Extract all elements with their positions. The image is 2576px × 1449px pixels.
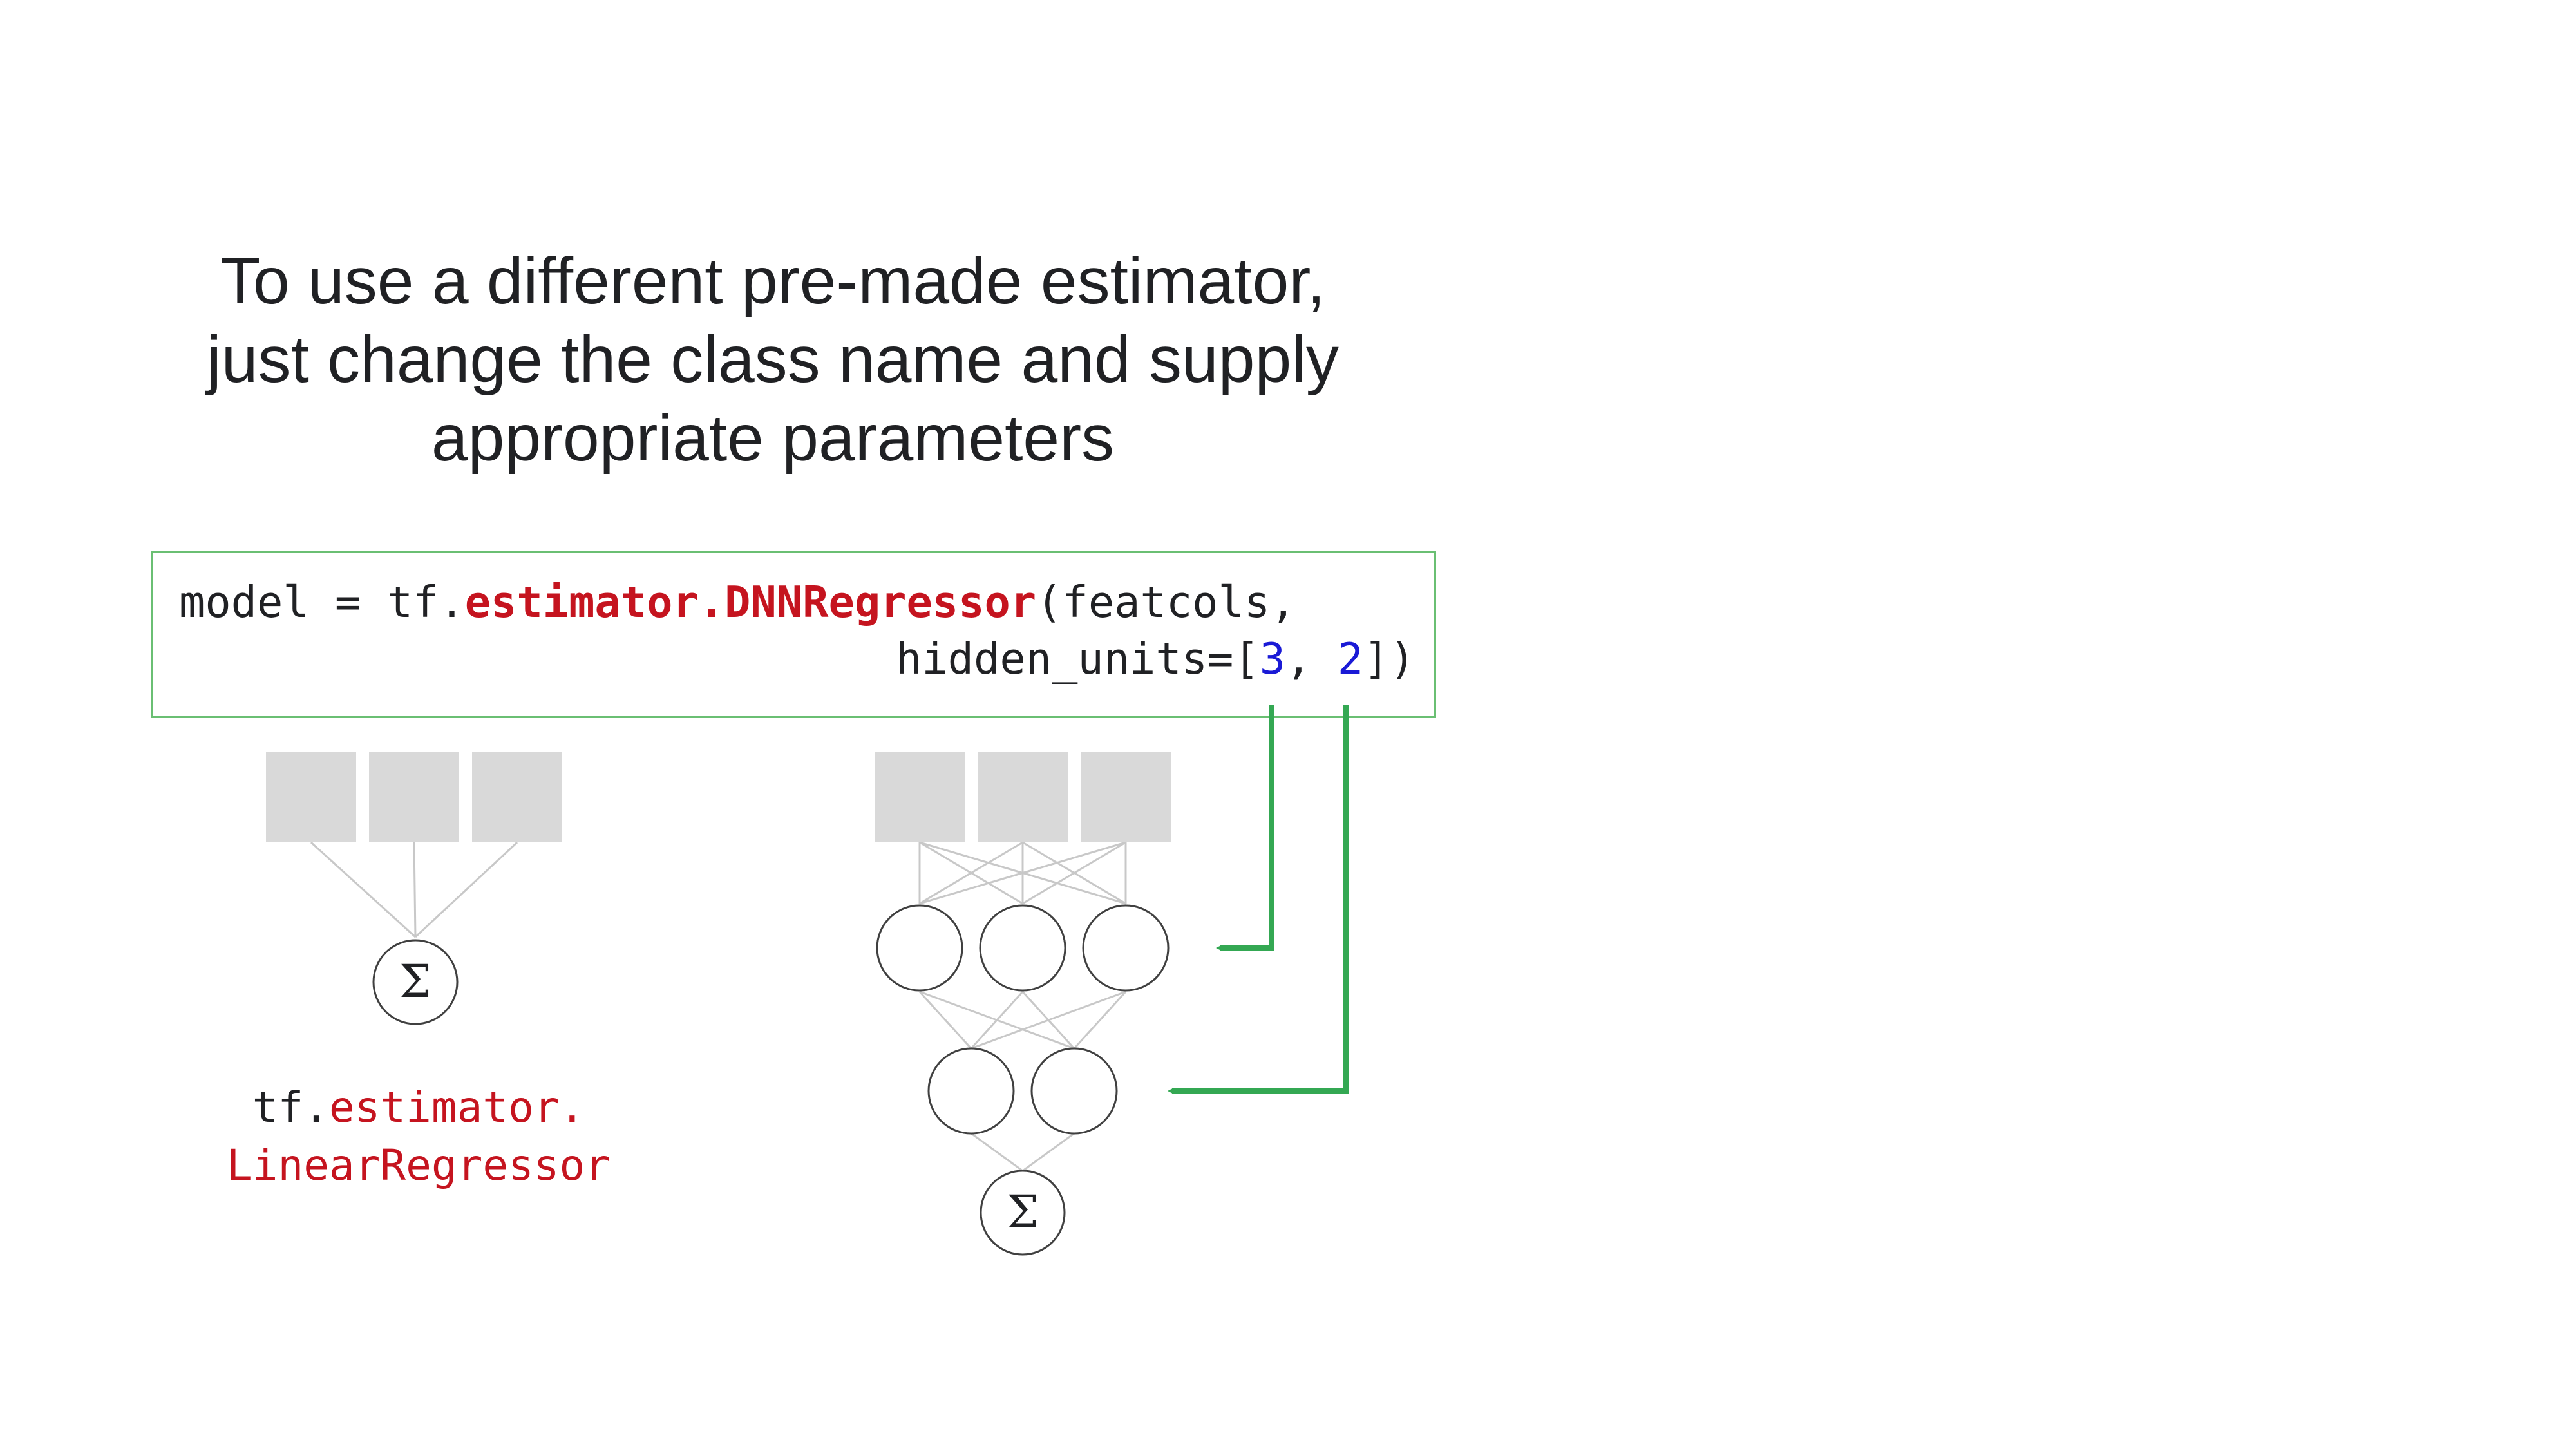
linear-input-node-1 bbox=[266, 752, 356, 842]
dnn-input-connections bbox=[918, 841, 1127, 905]
arrow-unit-3-to-layer-1 bbox=[1216, 705, 1274, 951]
dnn-hidden2-node-2 bbox=[1030, 1047, 1118, 1135]
dnn-hidden1-node-2 bbox=[979, 904, 1066, 992]
dnn-hidden1-node-3 bbox=[1082, 904, 1170, 992]
arrow-unit-2-to-layer-2 bbox=[1168, 705, 1349, 1094]
linear-label-tf: tf. bbox=[252, 1083, 329, 1132]
title-line-1: To use a different pre-made estimator, bbox=[220, 244, 1326, 317]
linear-label-class: LinearRegressor bbox=[226, 1141, 611, 1190]
dnn-diagram: Σ bbox=[875, 752, 1171, 1256]
slide-title: To use a different pre-made estimator, j… bbox=[122, 242, 1423, 477]
code-snippet-box: model = tf.estimator.DNNRegressor(featco… bbox=[151, 551, 1436, 718]
linear-diagram: Σ bbox=[266, 752, 562, 1025]
dnn-hidden1-node-1 bbox=[876, 904, 963, 992]
code-unit-3: 3 bbox=[1259, 634, 1286, 684]
dnn-sum-node bbox=[980, 1170, 1066, 1256]
linear-connections bbox=[310, 841, 518, 938]
dnn-input-node-2 bbox=[978, 752, 1068, 842]
code-close: ]) bbox=[1363, 634, 1416, 684]
dnn-input-node-1 bbox=[875, 752, 965, 842]
linear-sum-node bbox=[372, 939, 459, 1025]
dnn-hidden2-node-1 bbox=[927, 1047, 1015, 1135]
dnn-hidden-connections bbox=[918, 990, 1127, 1050]
code-line-1: model = tf.estimator.DNNRegressor(featco… bbox=[179, 576, 1296, 628]
code-dnn-class: estimator.DNNRegressor bbox=[464, 577, 1037, 627]
code-line-2: hidden_units=[3, 2]) bbox=[896, 633, 1416, 685]
dnn-input-node-3 bbox=[1081, 752, 1171, 842]
code-hidden-units: hidden_units=[ bbox=[896, 634, 1260, 684]
linear-input-node-2 bbox=[369, 752, 459, 842]
code-model-assign: model = tf. bbox=[179, 577, 465, 627]
title-line-2: just change the class name and supply bbox=[207, 323, 1339, 396]
code-unit-2: 2 bbox=[1337, 634, 1364, 684]
hidden-units-arrows bbox=[1168, 705, 1349, 1094]
code-featcols-arg: (featcols, bbox=[1036, 577, 1296, 627]
title-line-3: appropriate parameters bbox=[431, 401, 1115, 475]
linear-label-module: estimator. bbox=[328, 1083, 585, 1132]
linear-input-node-3 bbox=[472, 752, 562, 842]
dnn-sum-symbol: Σ bbox=[1007, 1186, 1039, 1238]
dnn-output-connections bbox=[971, 1132, 1075, 1172]
linear-label-line-1: tf.estimator. bbox=[174, 1079, 663, 1137]
code-separator: , bbox=[1285, 634, 1338, 684]
linear-sum-symbol: Σ bbox=[399, 955, 431, 1008]
linear-regressor-label: tf.estimator. LinearRegressor bbox=[174, 1079, 663, 1195]
